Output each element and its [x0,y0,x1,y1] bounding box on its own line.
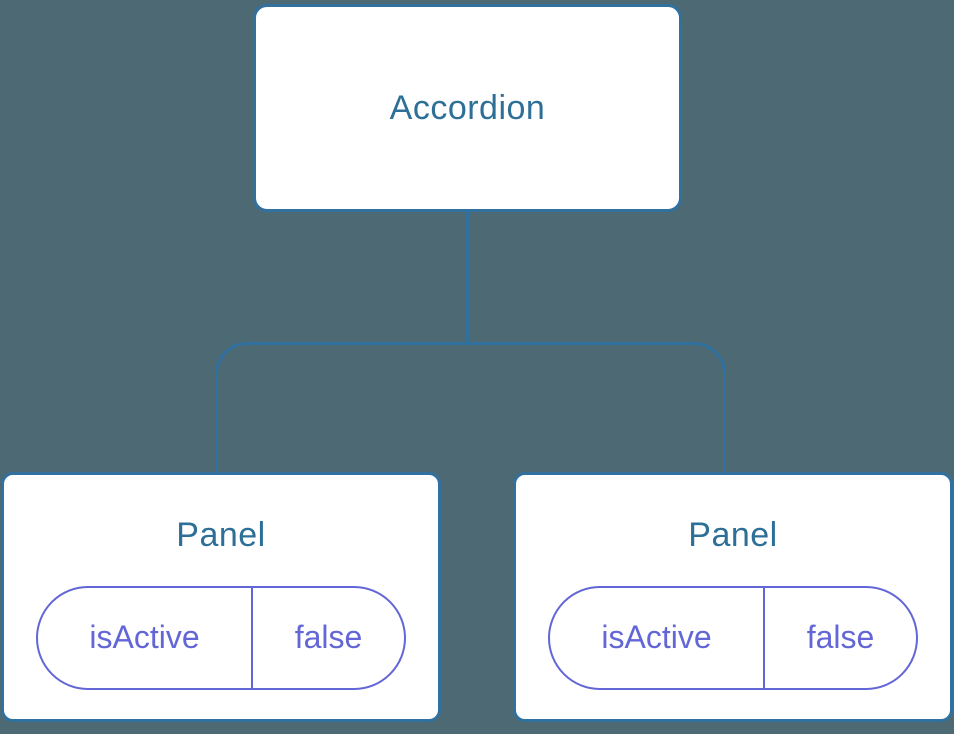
state-pill: isActive false [548,585,918,690]
state-key: isActive [38,587,253,688]
connector-stub [465,212,469,345]
accordion-node: Accordion [253,4,682,212]
state-value: false [294,619,363,656]
state-key: isActive [550,587,765,688]
state-value: false [806,619,875,656]
state-pill: isActive false [36,585,406,690]
panel-node-label: Panel [176,516,266,554]
connector-bracket [215,342,726,472]
accordion-node-label: Accordion [389,88,546,127]
panel-node-left: Panel isActive false [1,472,441,722]
panel-node-label: Panel [688,516,778,554]
panel-node-right: Panel isActive false [513,472,953,722]
